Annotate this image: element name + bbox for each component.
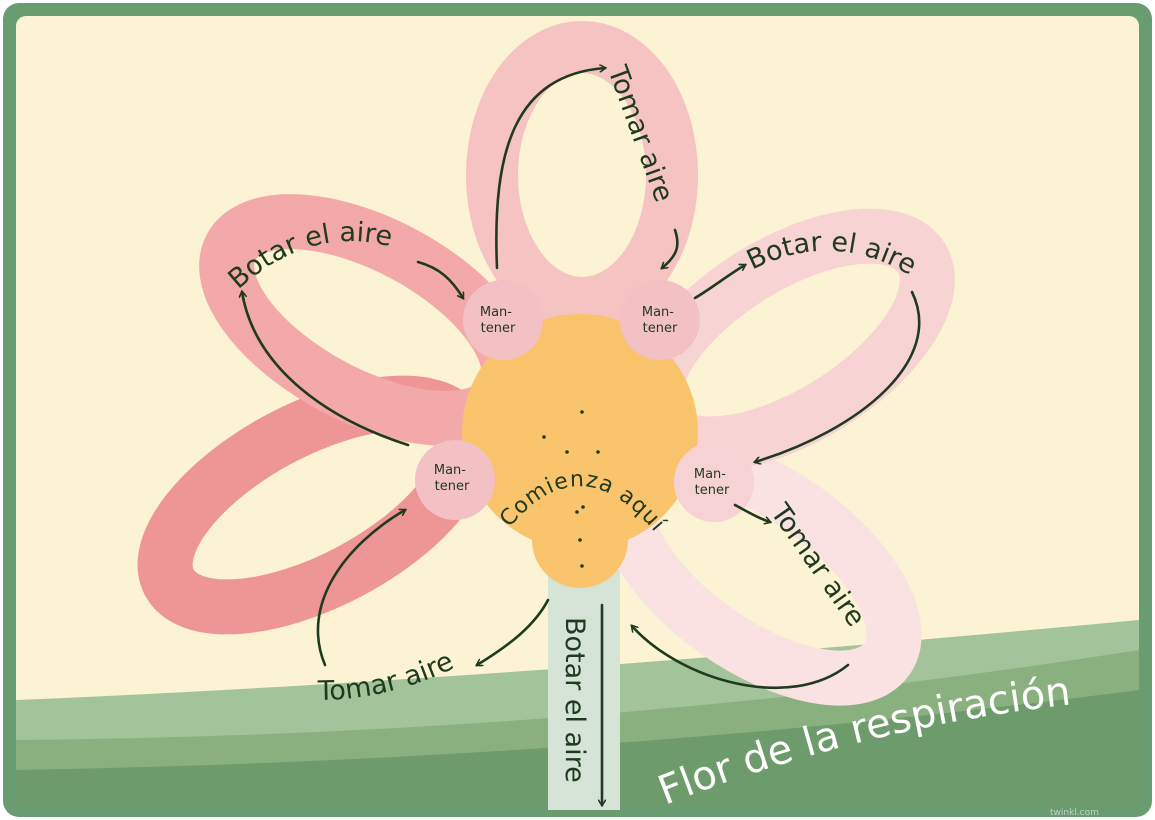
- watermark: twinkl.com: [1050, 808, 1099, 818]
- hold-label-upper-right: Man- tener: [642, 305, 678, 336]
- hold-circle-upper-right: [620, 280, 700, 360]
- hold-label-lower-right: Man- tener: [694, 467, 730, 498]
- hold-label-lower-left: Man- tener: [434, 463, 470, 494]
- hold-circle-upper-left: [463, 280, 543, 360]
- hold-label-upper-left: Man- tener: [480, 305, 516, 336]
- label-stem: Botar el aire: [559, 617, 590, 783]
